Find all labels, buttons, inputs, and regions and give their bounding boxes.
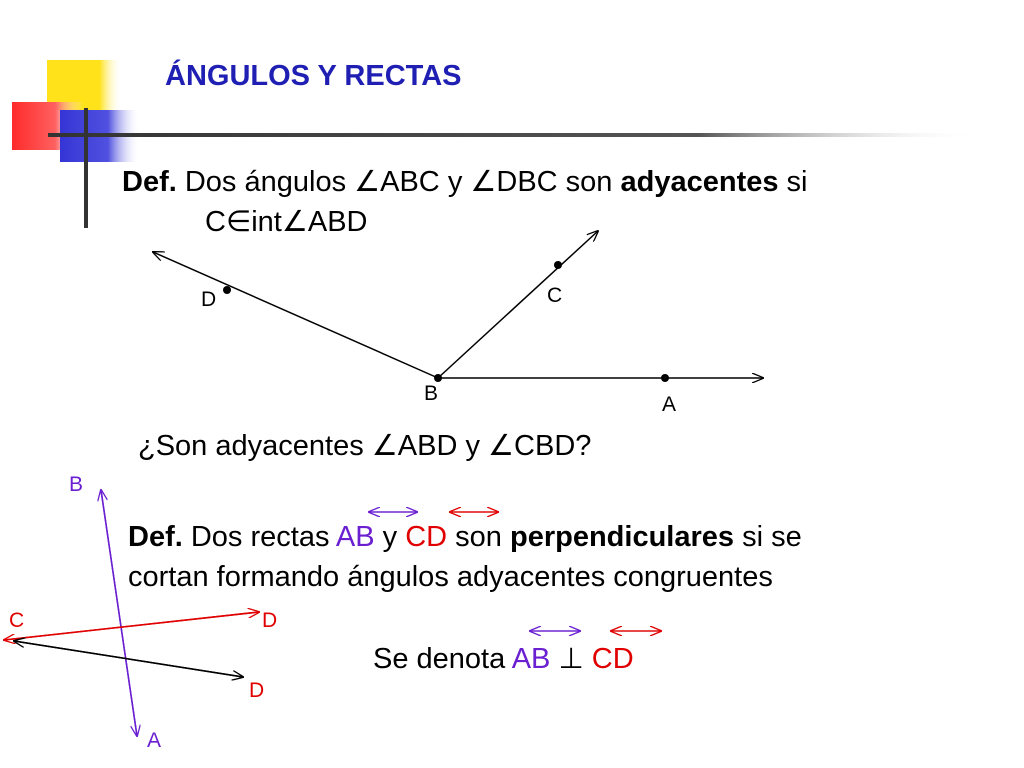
header-rule [48,133,978,137]
fig2-label-d-top: D [262,609,278,632]
logo-yellow-block [47,60,122,110]
def2-y: y [374,521,406,553]
def2-text: Dos rectas [182,521,336,553]
angle-dbc: DBC [496,166,558,198]
notation-cd: CD [591,643,634,675]
line-cd-red-end [3,612,259,641]
label-d: D [201,288,217,311]
point-c: C [205,206,226,238]
def2-bold: Def. [128,521,183,553]
def2-son: son [447,521,510,553]
fig2-label-a: A [147,729,162,752]
question-mark: ? [575,430,592,462]
ray-bc [437,231,598,379]
element-of-symbol: ∈ [225,206,252,238]
angle-abc: ABC [380,166,440,198]
label-c: C [547,284,563,307]
perpendicular-symbol: ⊥ [558,643,584,675]
notation-text: Se denota [373,643,512,675]
def2-line1: Def. Dos rectas AB y CD son perpendicula… [128,521,802,554]
def1-line1: Def. Dos ángulos ∠ABC y ∠DBC son adyacen… [122,164,808,199]
angle-symbol: ∠ [354,166,381,198]
def1-si: si [778,166,808,198]
angle-symbol: ∠ [281,206,308,238]
point-a-dot [661,374,669,382]
angle-abd: ABD [397,430,458,462]
line-ab-end [100,489,137,736]
ray-bd [153,252,439,379]
def1-text: Dos ángulos [176,166,355,198]
question-y: y [457,430,489,462]
line-ab-name: AB [335,521,375,553]
def1-bold: Def. [122,166,177,198]
angle-symbol: ∠ [371,430,398,462]
interior-text: int [251,206,282,238]
term-adyacentes: adyacentes [620,166,779,198]
angle-cbd: CBD [514,430,576,462]
label-a: A [662,393,677,416]
question-text: ¿Son adyacentes [138,430,372,462]
question-line: ¿Son adyacentes ∠ABD y ∠CBD? [138,428,591,463]
line-cd-black-end [13,640,243,677]
def1-y: y [439,166,471,198]
point-b-dot [434,374,442,382]
label-b: B [424,382,439,405]
point-c-dot [554,261,562,269]
fig2-label-d-bottom: D [249,679,265,702]
def1-son: son [557,166,621,198]
notation-line: Se denota AB ⊥ CD [373,641,634,676]
def2-line2: cortan formando ángulos adyacentes congr… [128,561,773,593]
angle-abd: ABD [307,206,368,238]
angle-symbol: ∠ [488,430,515,462]
def1-line2: C∈int∠ABD [205,204,368,239]
notation-ab: AB [511,643,551,675]
term-perpendiculares: perpendiculares [510,521,735,553]
def2-si-se: si se [734,521,802,553]
logo-vertical-bar [84,108,88,228]
point-d-dot [223,286,231,294]
page-title: ÁNGULOS Y RECTAS [165,60,462,92]
fig2-label-c: C [9,609,25,632]
angle-symbol: ∠ [470,166,497,198]
fig2-label-b: B [69,473,84,496]
line-cd-name: CD [405,521,448,553]
